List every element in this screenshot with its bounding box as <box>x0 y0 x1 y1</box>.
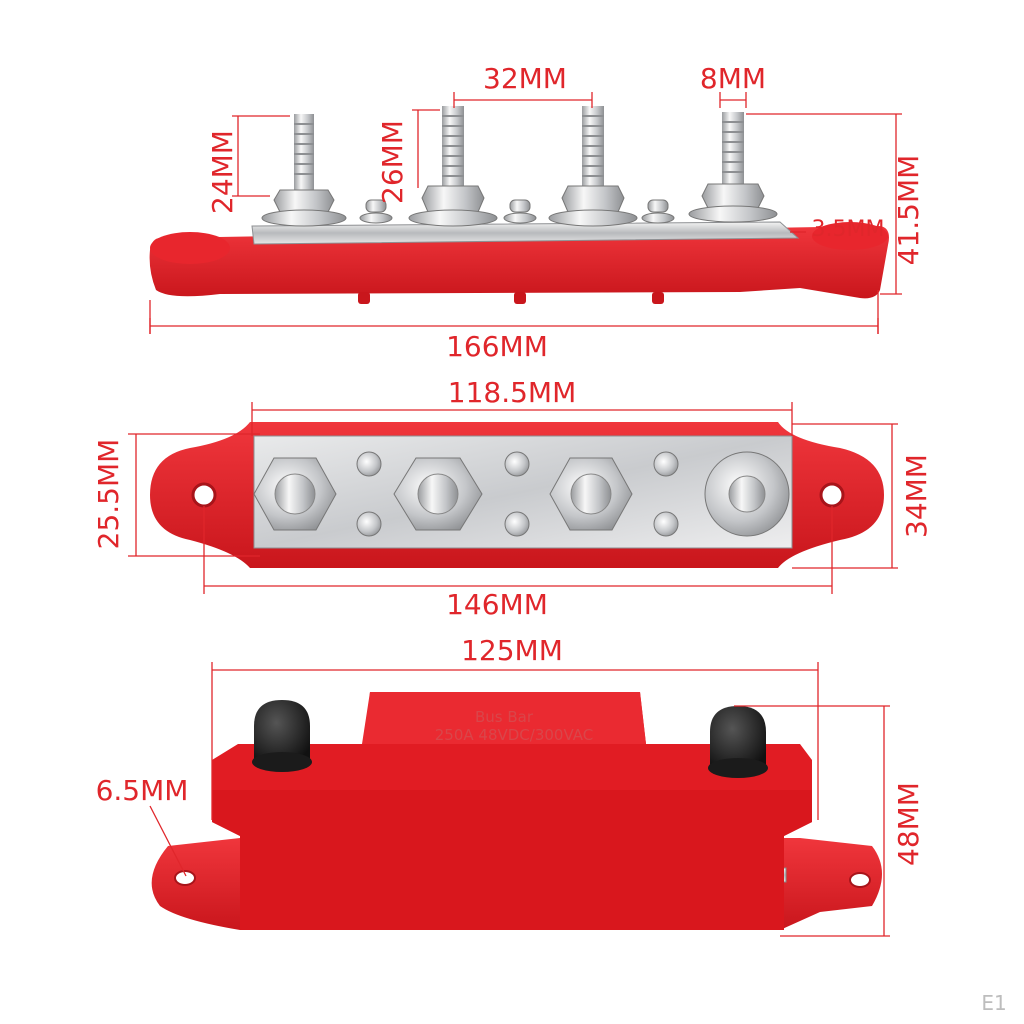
cover-right-cap <box>708 706 768 778</box>
cover-right-mount-hole <box>849 872 871 888</box>
cover-left-mount-hole <box>174 870 196 886</box>
side-small-screw-1 <box>359 199 393 224</box>
stud-height-left-label: 24MM <box>206 130 239 214</box>
plate-length-label: 118.5MM <box>448 376 576 409</box>
total-length-label: 166MM <box>446 330 548 363</box>
cover-height-label: 48MM <box>892 782 925 866</box>
base-width-label: 34MM <box>900 454 933 538</box>
cover-rating-emboss: 250A 48VDC/300VAC <box>435 726 594 744</box>
stud-height-inner-label: 26MM <box>376 120 409 204</box>
watermark-label: E1 <box>981 991 1006 1015</box>
plate-width-label: 25.5MM <box>92 439 125 550</box>
side-small-screw-3 <box>641 199 675 224</box>
side-stud-4 <box>688 112 778 223</box>
side-view: 32MM 8MM 24MM 26MM 41.5MM 3.5MM 166MM <box>149 62 925 363</box>
cover-raised-top <box>362 692 646 744</box>
side-dimension-lines <box>149 92 902 334</box>
side-right-ear <box>812 222 888 250</box>
top-stud-2 <box>393 457 483 531</box>
top-stud-3 <box>549 457 633 531</box>
side-stud-1 <box>261 114 347 227</box>
top-left-mount-hole <box>191 482 217 508</box>
total-height-label: 41.5MM <box>892 155 925 266</box>
side-foot-3 <box>652 292 664 304</box>
mount-hole-spacing-label: 146MM <box>446 588 548 621</box>
top-right-mount-hole <box>819 482 845 508</box>
side-small-screw-2 <box>503 199 537 224</box>
stud-diameter-label: 8MM <box>700 62 766 95</box>
side-stud-2 <box>408 106 498 227</box>
cover-view: Bus Bar 250A 48VDC/300VAC 125MM 6.5MM 48… <box>96 634 925 937</box>
cover-dimension-lines <box>149 662 890 937</box>
top-dimension-lines <box>128 402 898 594</box>
side-foot-2 <box>514 292 526 304</box>
side-foot-1 <box>358 292 370 304</box>
top-view: 118.5MM 25.5MM 34MM 146MM <box>92 376 933 621</box>
top-small-screws <box>356 451 679 537</box>
side-left-ear <box>150 232 230 264</box>
top-stud-1 <box>253 457 337 531</box>
top-stud-4 <box>704 451 790 537</box>
cover-title-emboss: Bus Bar <box>475 708 534 726</box>
side-red-base <box>149 226 890 299</box>
cover-left-cap <box>252 700 312 772</box>
plate-thickness-label: 3.5MM <box>812 217 885 242</box>
mount-hole-diameter-label: 6.5MM <box>96 774 189 807</box>
cover-length-label: 125MM <box>461 634 563 667</box>
side-stud-3 <box>548 106 638 227</box>
cover-front-face <box>212 790 812 930</box>
stud-spacing-label: 32MM <box>483 62 567 95</box>
